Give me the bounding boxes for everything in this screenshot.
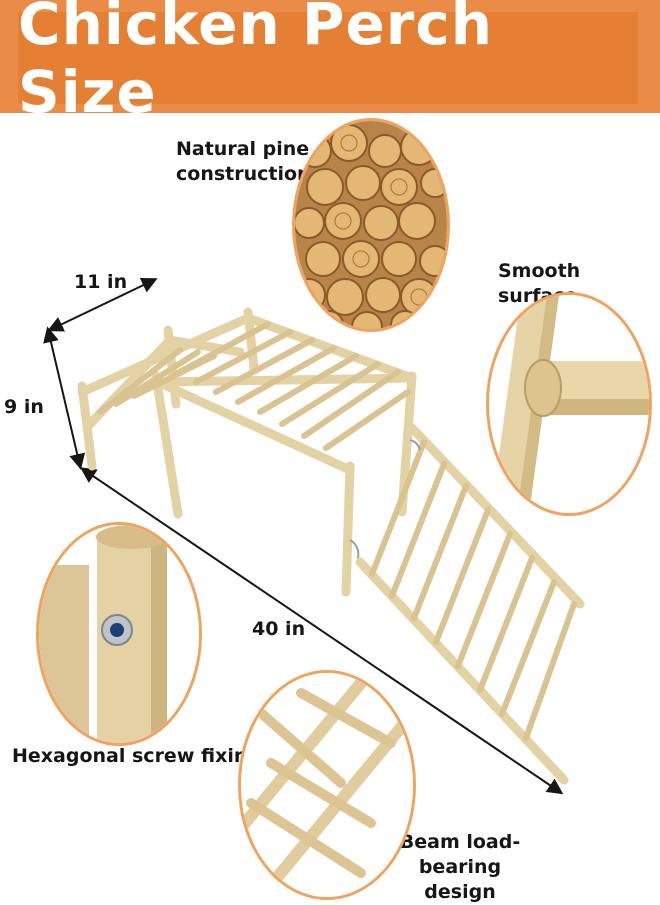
top-rungs — [97, 321, 411, 451]
height-dimension-label: 9 in — [4, 396, 44, 418]
ramp — [355, 423, 585, 785]
ramp-rungs — [369, 439, 577, 741]
title-banner: Chicken Perch Size — [0, 0, 660, 126]
dimension-arrows — [43, 277, 564, 795]
ramp-hooks — [349, 439, 421, 559]
log-pile-image — [292, 118, 450, 332]
page-title: Chicken Perch Size — [18, 0, 494, 126]
natural-pine-label: Natural pine construction — [176, 138, 311, 185]
beam-load-label: Beam load- bearing design — [399, 831, 521, 903]
title-banner-inner: Chicken Perch Size — [18, 0, 638, 126]
